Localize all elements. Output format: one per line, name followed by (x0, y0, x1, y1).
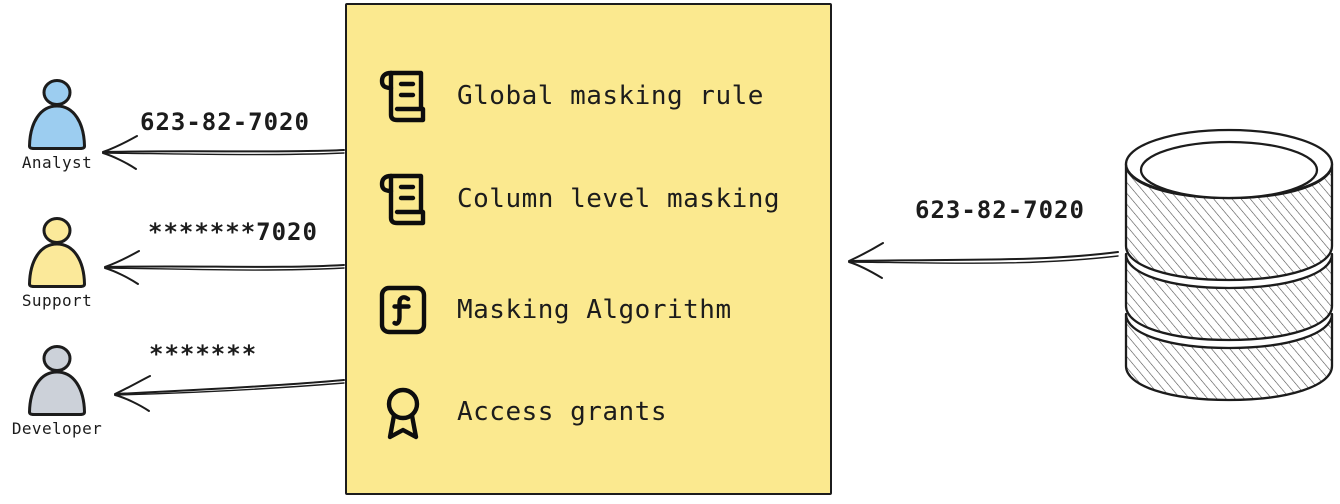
policy-row-column-level-masking[interactable]: Column level masking (377, 170, 780, 228)
arrow-panel-to-analyst (102, 135, 345, 170)
masking-policy-panel: Global masking rule Column level masking (345, 3, 832, 495)
actor-developer[interactable]: Developer (2, 344, 112, 438)
actor-label: Developer (11, 419, 103, 438)
policy-row-label: Access grants (457, 397, 667, 427)
person-icon (28, 217, 86, 288)
actor-support[interactable]: Support (2, 216, 112, 310)
person-icon (28, 345, 86, 416)
policy-row-masking-algorithm[interactable]: Masking Algorithm (377, 281, 732, 339)
arrow-label-database: 623-82-7020 (915, 196, 1085, 224)
arrow-label-analyst: 623-82-7020 (140, 108, 310, 136)
function-box-icon (379, 285, 427, 335)
person-icon (28, 79, 86, 150)
policy-row-access-grants[interactable]: Access grants (377, 383, 667, 441)
policy-row-label: Global masking rule (457, 81, 764, 111)
scroll-document-icon (379, 173, 426, 226)
policy-row-label: Masking Algorithm (457, 295, 732, 325)
policy-row-label: Column level masking (457, 184, 781, 214)
actor-label: Analyst (21, 153, 93, 172)
arrow-database-to-panel (848, 242, 1119, 279)
arrow-panel-to-developer (114, 375, 345, 412)
arrow-label-developer: ******* (149, 340, 258, 368)
award-ribbon-icon (386, 387, 420, 440)
database-icon (1124, 128, 1334, 402)
database-cylinder[interactable] (1118, 118, 1340, 408)
scroll-document-icon (379, 70, 426, 123)
actor-analyst[interactable]: Analyst (2, 78, 112, 172)
policy-row-global-masking-rule[interactable]: Global masking rule (377, 67, 764, 125)
arrow-label-support: *******7020 (148, 218, 318, 246)
actor-label: Support (21, 291, 93, 310)
arrow-panel-to-support (104, 250, 345, 285)
